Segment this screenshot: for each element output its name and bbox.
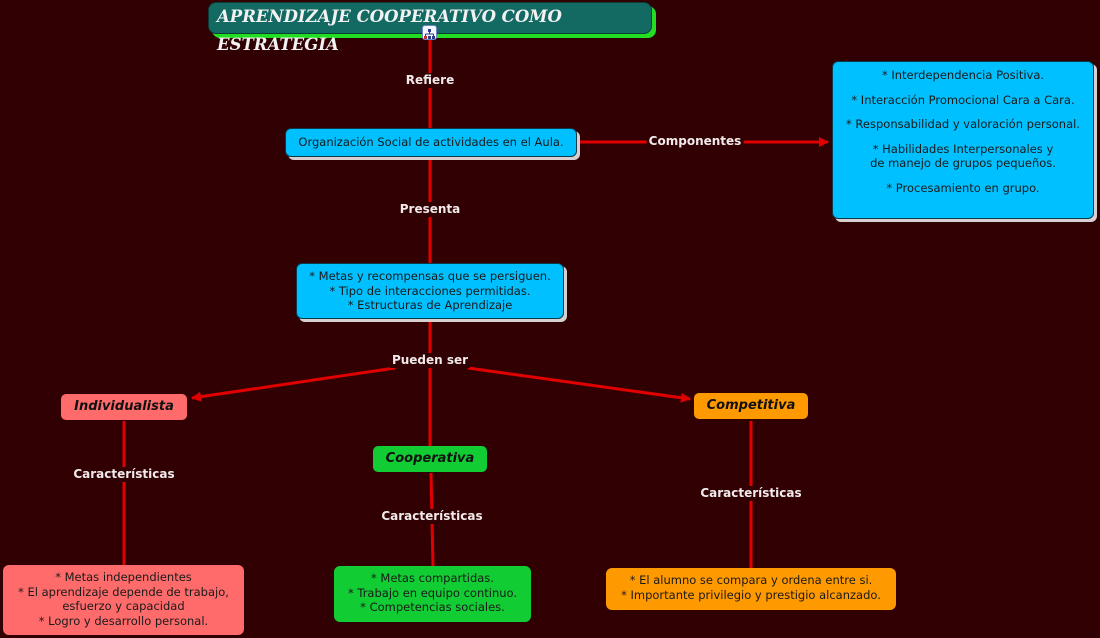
caracteristica-item: * Competencias sociales. (360, 600, 505, 614)
link-label-refiere: Refiere (403, 73, 457, 88)
link-label-caracteristicas-individualista: Características (71, 467, 177, 482)
caracteristica-item: esfuerzo y capacidad (62, 599, 185, 613)
caracteristica-item: * El aprendizaje depende de trabajo, (18, 584, 229, 599)
componente-item: * Responsabilidad y valoración personal. (846, 117, 1080, 131)
componente-item: * Interacción Promocional Cara a Cara. (851, 92, 1075, 107)
caracteristica-item: * El alumno se compara y ordena entre si… (629, 573, 873, 587)
caracteristica-item: * Importante privilegio y prestigio alca… (621, 587, 881, 602)
componente-item: * Interdependencia Positiva. (881, 68, 1045, 82)
caracteristica-item: * Logro y desarrollo personal. (38, 613, 209, 628)
link-puedenser-individualista (191, 366, 396, 402)
presenta-node[interactable]: * Metas y recompensas que se persiguen. … (296, 263, 564, 319)
individualista-caracteristicas-node[interactable]: * Metas independientes * El aprendizaje … (3, 565, 244, 635)
caracteristica-item: * Metas independientes (55, 570, 192, 584)
presenta-item: * Metas y recompensas que se persiguen. (309, 269, 551, 283)
link-label-presenta: Presenta (397, 202, 463, 217)
componente-item: * Habilidades Interpersonales y (872, 141, 1054, 156)
caracteristica-item: * Metas compartidas. (371, 571, 494, 585)
componente-item: * Procesamiento en grupo. (886, 180, 1040, 195)
componentes-node[interactable]: * Interdependencia Positiva. * Interacci… (832, 61, 1094, 219)
presenta-item: * Estructuras de Aprendizaje (347, 298, 513, 312)
cooperativa-node[interactable]: Cooperativa (373, 446, 487, 472)
link-label-caracteristicas-competitiva: Características (698, 486, 804, 501)
cooperativa-caracteristicas-node[interactable]: * Metas compartidas. * Trabajo en equipo… (334, 566, 531, 622)
competitiva-caracteristicas-node[interactable]: * El alumno se compara y ordena entre si… (606, 568, 896, 610)
hierarchy-icon[interactable] (422, 25, 437, 40)
caracteristica-item: * Trabajo en equipo continuo. (347, 585, 518, 600)
presenta-item: * Tipo de interacciones permitidas. (329, 283, 531, 298)
link-label-pueden-ser: Pueden ser (389, 353, 471, 368)
link-label-componentes: Componentes (646, 134, 744, 149)
organizacion-node[interactable]: Organización Social de actividades en el… (285, 128, 577, 157)
link-label-caracteristicas-cooperativa: Características (379, 509, 485, 524)
competitiva-node[interactable]: Competitiva (694, 393, 808, 419)
link-puedenser-competitiva (467, 366, 691, 403)
individualista-node[interactable]: Individualista (61, 394, 187, 420)
componente-item: de manejo de grupos pequeños. (870, 156, 1056, 170)
